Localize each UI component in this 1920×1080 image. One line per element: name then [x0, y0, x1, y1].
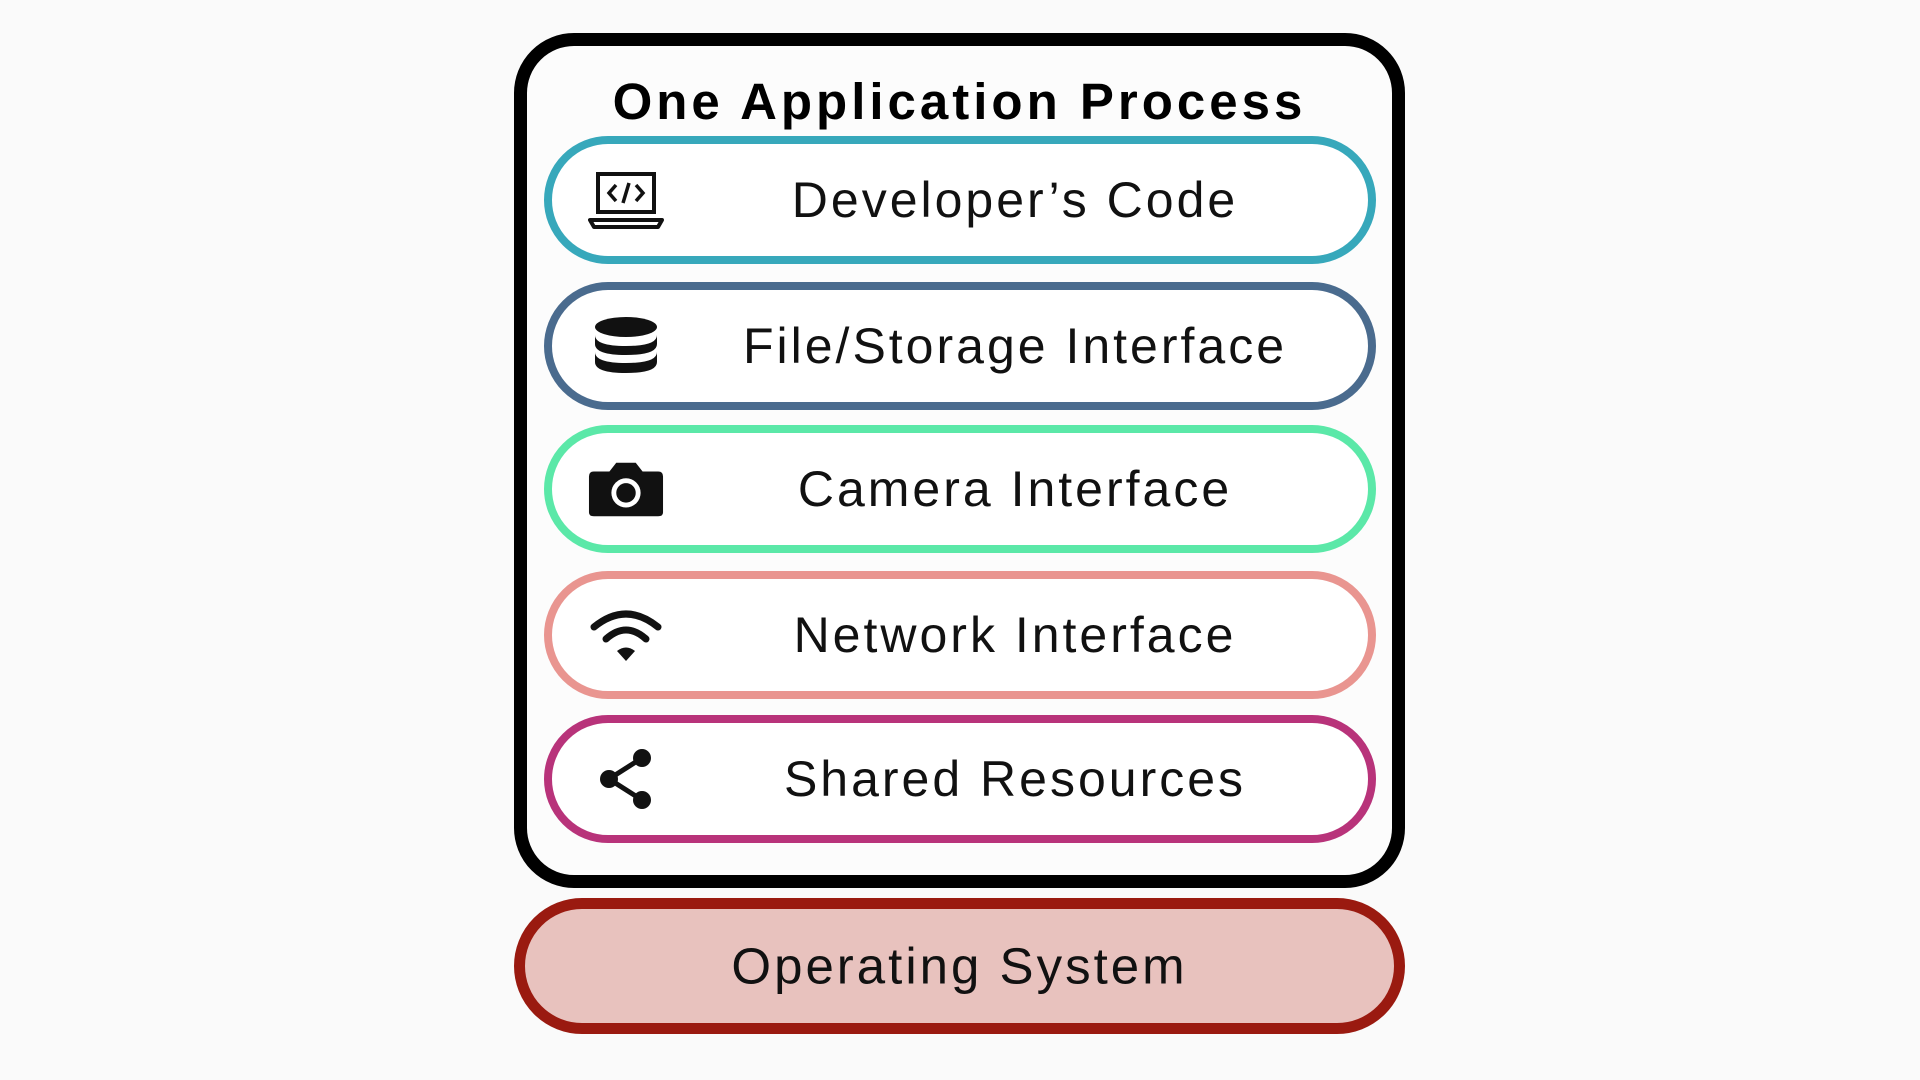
layer-developers-code: Developer’s Code: [544, 136, 1376, 264]
operating-system-box: Operating System: [514, 898, 1405, 1034]
layer-label: File/Storage Interface: [742, 318, 1288, 374]
layer-network-interface: Network Interface: [544, 571, 1376, 699]
laptop-code-icon: [588, 162, 664, 238]
layer-shared-resources: Shared Resources: [544, 715, 1376, 843]
layer-camera-interface: Camera Interface: [544, 425, 1376, 553]
process-title: One Application Process: [612, 73, 1307, 130]
wifi-icon: [588, 597, 664, 673]
database-icon: [588, 308, 664, 384]
layer-label: Camera Interface: [797, 461, 1233, 517]
share-icon: [588, 741, 664, 817]
layer-label: Developer’s Code: [791, 172, 1239, 228]
layer-file-storage-interface: File/Storage Interface: [544, 282, 1376, 410]
camera-icon: [588, 451, 664, 527]
layer-label: Network Interface: [793, 607, 1237, 663]
os-label: Operating System: [731, 937, 1188, 995]
layer-label: Shared Resources: [783, 751, 1247, 807]
